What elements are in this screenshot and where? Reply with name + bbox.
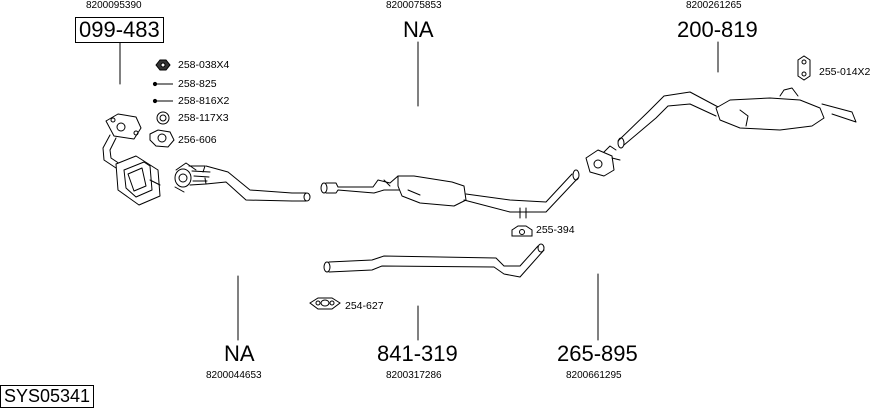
fitting-label-bolt[interactable]: 258-825: [178, 78, 217, 90]
assembly-code: SYS05341: [0, 385, 95, 408]
part-code-connection-pipe[interactable]: 841-319: [377, 341, 458, 366]
clamp-hanger-part: [585, 145, 621, 177]
oem-number-front-pipe: 8200095390: [86, 0, 142, 11]
rear-silencer-part: [617, 87, 857, 149]
flange-gasket-icon: [309, 297, 341, 310]
fitting-label-nut[interactable]: 258-038X4: [178, 59, 230, 71]
fitting-label-flange-gasket[interactable]: 254-627: [345, 300, 384, 312]
part-code-bottom-left[interactable]: NA: [224, 341, 255, 366]
fitting-label-clamp-mount[interactable]: 255-394: [536, 224, 575, 236]
nut-icon: [155, 59, 171, 71]
fitting-label-rubber-mount[interactable]: 255-014X2: [819, 66, 871, 78]
bolt-icon: [152, 81, 173, 87]
catalytic-converter-part: [115, 155, 161, 206]
front-flange-part: [102, 113, 142, 169]
oem-number-rear-silencer: 8200261265: [686, 0, 742, 11]
mount-icon: [511, 225, 533, 237]
middle-pipe-part: [320, 169, 580, 219]
fitting-label-ring[interactable]: 258-117X3: [178, 112, 229, 124]
fitting-label-stud[interactable]: 258-816X2: [178, 95, 230, 107]
stud-icon: [152, 98, 173, 104]
part-code-rear-silencer[interactable]: 200-819: [677, 17, 758, 42]
oem-number-tail-pipe: 8200661295: [566, 370, 622, 381]
part-code-front-pipe[interactable]: 099-483: [75, 17, 164, 43]
rubber-mount-icon: [797, 55, 811, 81]
oem-number-middle-pipe: 8200075853: [386, 0, 442, 11]
fitting-label-gasket[interactable]: 256-606: [178, 134, 217, 146]
ring-icon: [156, 111, 170, 125]
gasket-icon: [149, 129, 175, 148]
part-code-middle-pipe[interactable]: NA: [403, 17, 434, 42]
oem-number-bottom-left: 8200044653: [206, 370, 262, 381]
part-code-tail-pipe[interactable]: 265-895: [557, 341, 638, 366]
front-pipe-part: [174, 162, 311, 202]
connection-pipe-part: [323, 243, 545, 278]
oem-number-connection-pipe: 8200317286: [386, 370, 442, 381]
